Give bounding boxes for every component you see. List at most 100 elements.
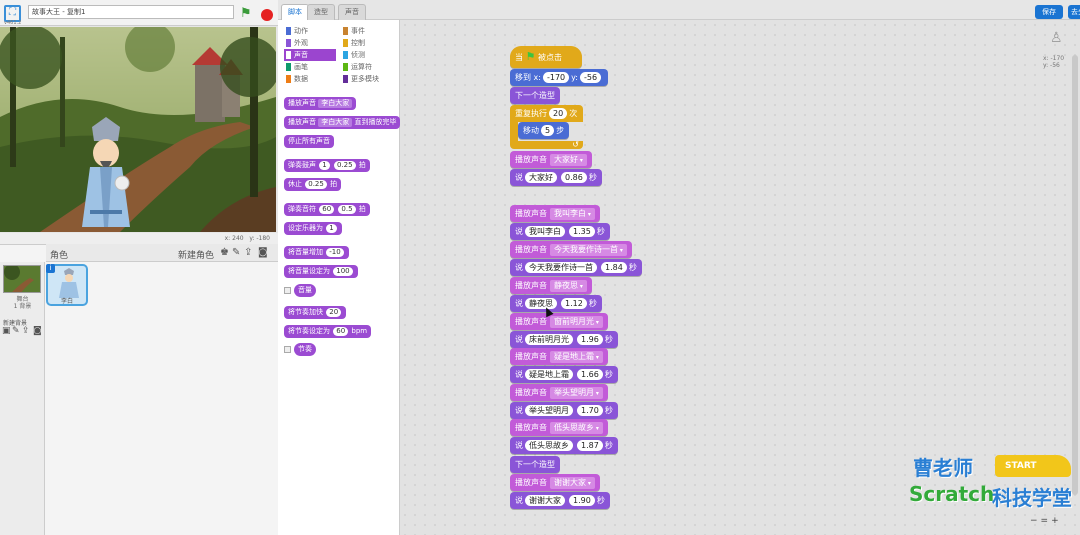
palette-change-tempo[interactable]: 将节奏加快 20 [284,306,347,319]
camera-backdrop-icon[interactable]: ◙ [33,326,42,336]
say-secs-input[interactable]: 1.96 [577,334,603,345]
palette-sound-dropdown[interactable]: 李白大家 [318,99,353,108]
zoom-in-icon[interactable]: + [1051,516,1062,526]
tab-costumes[interactable]: 造型 [307,4,335,20]
say-secs-input[interactable]: 0.86 [561,172,587,183]
say-text-input[interactable]: 疑是地上霜 [525,369,573,380]
play-sound-block[interactable]: 播放声音低头思故乡 [510,419,608,436]
palette-change-volume[interactable]: 将音量增加 -10 [284,246,349,259]
sound-dropdown[interactable]: 举头望明月 [550,387,603,399]
say-secs-input[interactable]: 1.35 [569,226,595,237]
palette-play-drum[interactable]: 弹奏鼓声 1 0.25 拍 [284,159,370,172]
say-text-input[interactable]: 大家好 [525,172,557,183]
palette-drum-input[interactable]: 1 [319,161,330,170]
choose-backdrop-icon[interactable]: ▣ [2,326,11,336]
palette-tempo-value-input[interactable]: 60 [333,327,349,336]
palette-set-volume[interactable]: 将音量设定为 100 [284,265,358,278]
fullscreen-icon[interactable]: ⛶ [4,5,21,22]
palette-play-sound-until-done[interactable]: 播放声音 李白大家 直到播放完毕 [284,116,401,129]
upload-backdrop-icon[interactable]: ⇪ [22,326,30,336]
say-secs-input[interactable]: 1.87 [577,440,603,451]
stage-canvas[interactable] [0,27,276,232]
palette-set-tempo[interactable]: 将节奏设定为 60 bpm [284,325,372,338]
palette-note-beats-input[interactable]: 0.5 [338,205,356,214]
category-motion[interactable]: 动作 [284,25,336,37]
palette-play-note[interactable]: 弹奏音符 60 0.5 拍 [284,203,370,216]
category-data[interactable]: 数据 [284,73,336,85]
move-steps-input[interactable]: 5 [541,125,555,136]
goto-x-input[interactable]: -170 [542,72,570,83]
play-sound-block[interactable]: 播放声音我叫李白 [510,205,600,222]
project-title-input[interactable]: 故事大王 - 复制1 [28,5,234,19]
palette-play-sound[interactable]: 播放声音 李白大家 [284,97,357,110]
tab-sounds[interactable]: 声音 [338,4,366,20]
sound-dropdown[interactable]: 谢谢大家 [550,477,595,489]
palette-rest[interactable]: 休止 0.25 拍 [284,178,342,191]
paint-backdrop-icon[interactable]: ✎ [12,326,20,336]
category-looks[interactable]: 外观 [284,37,336,49]
palette-set-instrument[interactable]: 设定乐器为 1 [284,222,342,235]
goto-y-input[interactable]: -56 [580,72,602,83]
category-pen[interactable]: 画笔 [284,61,336,73]
say-text-input[interactable]: 举头望明月 [525,405,573,416]
say-secs-input[interactable]: 1.70 [577,405,603,416]
palette-drum-beats-input[interactable]: 0.25 [333,161,356,170]
sound-dropdown[interactable]: 我叫李白 [550,208,595,220]
say-text-input[interactable]: 静夜思 [525,298,557,309]
zoom-reset-icon[interactable]: = [1040,516,1052,526]
when-flag-clicked-block[interactable]: 当 ⚑ 被点击 [510,46,582,68]
save-button[interactable]: 保存 [1035,5,1063,19]
stage-thumbnail[interactable] [3,265,41,293]
say-secs-input[interactable]: 1.66 [577,369,603,380]
sound-dropdown[interactable]: 疑是地上霜 [550,351,603,363]
play-sound-block[interactable]: 播放声音谢谢大家 [510,474,600,491]
category-sensing[interactable]: 侦测 [341,49,393,61]
zoom-out-icon[interactable]: − [1030,516,1041,526]
sprite-libai[interactable] [78,115,134,230]
play-sound-block[interactable]: 播放声音今天我要作诗一首 [510,241,632,258]
say-text-input[interactable]: 床前明月光 [525,334,573,345]
play-sound-block[interactable]: 播放声音疑是地上霜 [510,348,608,365]
tab-scripts[interactable]: 脚本 [281,4,309,21]
palette-tempo-checkbox[interactable] [284,346,291,353]
repeat-count-input[interactable]: 20 [549,108,568,119]
category-operators[interactable]: 运算符 [341,61,393,73]
play-sound-block[interactable]: 播放声音大家好 [510,151,592,168]
paint-sprite-icon[interactable]: ✎ [232,247,241,258]
sound-dropdown[interactable]: 大家好 [550,154,587,166]
play-sound-block[interactable]: 播放声音举头望明月 [510,384,608,401]
sound-dropdown[interactable]: 静夜思 [550,280,587,292]
palette-volume-checkbox[interactable] [284,287,291,294]
say-secs-input[interactable]: 1.84 [601,262,627,273]
say-text-input[interactable]: 谢谢大家 [525,495,565,506]
category-more-blocks[interactable]: 更多模块 [341,73,393,85]
choose-sprite-icon[interactable]: ♚ [220,247,229,258]
say-text-input[interactable]: 我叫李白 [525,226,565,237]
camera-sprite-icon[interactable]: ◙ [258,247,268,258]
stop-icon[interactable] [261,9,273,21]
next-costume-block-2[interactable]: 下一个造型 [510,456,560,473]
share-button[interactable]: 去分 [1068,5,1080,19]
next-costume-block[interactable]: 下一个造型 [510,87,560,104]
sprite-info-icon[interactable]: i [46,264,55,273]
sound-dropdown[interactable]: 今天我要作诗一首 [550,244,627,256]
play-sound-block[interactable]: 播放声音静夜思 [510,277,592,294]
palette-instrument-input[interactable]: 1 [326,224,337,233]
sound-dropdown[interactable]: 窗前明月光 [550,316,603,328]
say-text-input[interactable]: 低头思故乡 [525,440,573,451]
palette-note-input[interactable]: 60 [319,205,335,214]
sound-dropdown[interactable]: 低头思故乡 [550,422,603,434]
palette-tempo-reporter[interactable]: 节奏 [294,343,316,356]
palette-volume-delta-input[interactable]: -10 [326,248,344,257]
say-secs-input[interactable]: 1.90 [569,495,595,506]
say-secs-input[interactable]: 1.12 [561,298,587,309]
palette-volume-reporter[interactable]: 音量 [294,284,316,297]
palette-rest-input[interactable]: 0.25 [305,180,327,189]
